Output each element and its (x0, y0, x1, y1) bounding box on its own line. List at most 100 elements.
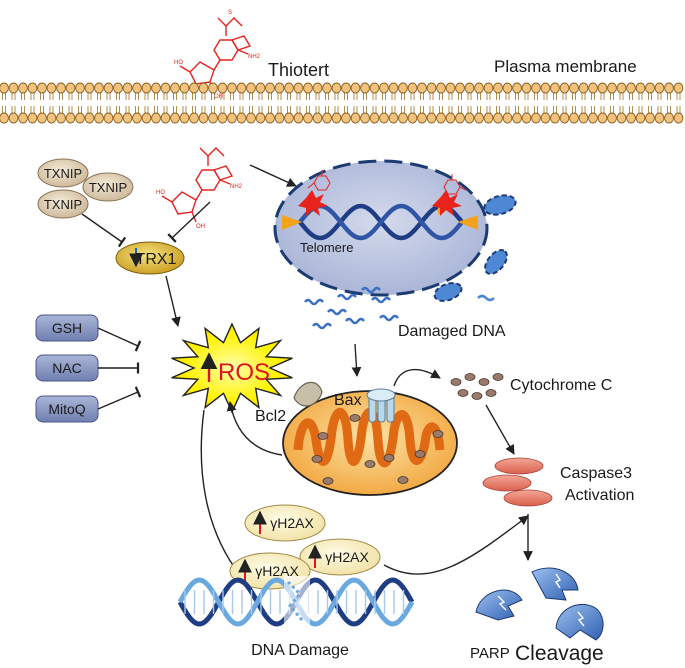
caspase3-label: Caspase3 (560, 465, 632, 482)
phospholipid-head (18, 112, 28, 124)
phospholipid-head (255, 82, 266, 94)
phospholipid-head (521, 82, 532, 94)
phospholipid-head (540, 112, 551, 124)
h2ax-node-2: γH2AX (299, 538, 381, 576)
phospholipid-head (445, 82, 456, 94)
phospholipid-head (122, 112, 133, 124)
phospholipid-head (654, 82, 665, 94)
phospholipid-head (616, 112, 627, 124)
drug-inhibits-trx1 (167, 201, 211, 243)
phospholipid-head (179, 112, 190, 124)
phospholipid-head (189, 112, 199, 124)
phospholipid-head (578, 112, 589, 124)
phospholipid-head (75, 82, 85, 94)
h2ax-label: γH2AX (270, 515, 314, 531)
phospholipid-head (94, 82, 104, 94)
parp-label: PARP (470, 645, 510, 662)
phospholipid-head (170, 112, 180, 124)
phospholipid-head (673, 82, 684, 94)
phospholipid-head (75, 112, 85, 124)
phospholipid-head (341, 82, 351, 94)
phospholipid-head (464, 112, 475, 124)
phospholipid-head (65, 112, 76, 124)
trx1-label: TRX1 (136, 251, 177, 268)
dna-damage-label: DNA Damage (251, 642, 349, 659)
bcl2-protein (293, 381, 323, 407)
phospholipid-head (369, 82, 380, 94)
phospholipid-head (398, 82, 408, 94)
phospholipid-head (445, 112, 456, 124)
phospholipid-head (37, 82, 47, 94)
phospholipid-head (616, 82, 627, 94)
ros-to-dna-damage-arrow (200, 409, 241, 576)
molecule-nh2-label: NH2 (230, 184, 243, 190)
drug-to-nucleus-arrow (249, 164, 297, 187)
membrane-label: Plasma membrane (494, 57, 637, 76)
cytochrome-c-particles (450, 373, 504, 400)
mitochondria-to-ros-arrow (226, 401, 283, 456)
phospholipid-head (502, 82, 513, 94)
nucleus-envelope (273, 159, 489, 297)
phospholipid-head (540, 82, 551, 94)
phospholipid-head (474, 112, 484, 124)
phospholipid-head (189, 82, 199, 94)
molecule-oh-label: OH (196, 224, 205, 230)
phospholipid-head (350, 112, 361, 124)
phospholipid-head (483, 82, 494, 94)
phospholipid-head (274, 112, 285, 124)
phospholipid-head (645, 82, 655, 94)
phospholipid-head (227, 82, 237, 94)
phospholipid-head (151, 82, 161, 94)
phospholipid-head (664, 82, 674, 94)
drug-label: Thiotert (268, 60, 329, 80)
txnip-ellipse (37, 189, 89, 219)
phospholipid-head (407, 112, 418, 124)
txnip-label: TXNIP (44, 166, 82, 181)
phospholipid-head (303, 82, 313, 94)
gsh-box: GSH (35, 314, 99, 342)
phospholipid-head (84, 82, 95, 94)
phospholipid-head (398, 112, 408, 124)
phospholipid-head (208, 112, 218, 124)
phospholipid-head (360, 82, 370, 94)
drug-molecule-in-nucleus (307, 170, 467, 195)
phospholipid-head (455, 82, 465, 94)
phospholipid-head (645, 112, 655, 124)
phospholipid-head (0, 112, 9, 124)
phospholipid-head (531, 82, 541, 94)
dna-fragment (304, 298, 324, 306)
molecule-ho-label: HO (174, 60, 183, 66)
phospholipid-head (483, 112, 494, 124)
dna-fragment (337, 293, 357, 301)
activation-label: Activation (565, 487, 634, 504)
dna-fragment (361, 286, 381, 294)
phospholipid-head (27, 112, 38, 124)
phospholipid-head (141, 82, 152, 94)
phospholipid-head (417, 112, 427, 124)
telomere-label: Telomere (300, 240, 353, 255)
phospholipid-head (265, 112, 275, 124)
mitochondrion (282, 381, 458, 496)
parp-fragments (475, 567, 604, 641)
phospholipid-head (635, 112, 646, 124)
phospholipid-head (635, 82, 646, 94)
txnip-label: TXNIP (89, 180, 127, 195)
phospholipid-head (331, 82, 342, 94)
telomere-dna-helix (298, 203, 464, 241)
phospholipid-head (341, 112, 351, 124)
phospholipid-head (664, 112, 674, 124)
phospholipid-head (550, 82, 560, 94)
phospholipid-head (654, 112, 665, 124)
damaged-dna-fragments (304, 286, 399, 330)
molecule-ho-label: HO (156, 190, 165, 196)
phospholipid-head (132, 112, 142, 124)
dna-fragment (371, 296, 391, 304)
gsh-inhibits-ros (97, 327, 142, 352)
phospholipid-head (246, 112, 256, 124)
phospholipid-head (65, 82, 76, 94)
damage-burst-right (432, 190, 462, 216)
phospholipid-head (521, 112, 532, 124)
phospholipid-head (293, 82, 304, 94)
txnip-ellipse (37, 158, 89, 188)
txnip-inhibits-trx1 (81, 213, 127, 248)
